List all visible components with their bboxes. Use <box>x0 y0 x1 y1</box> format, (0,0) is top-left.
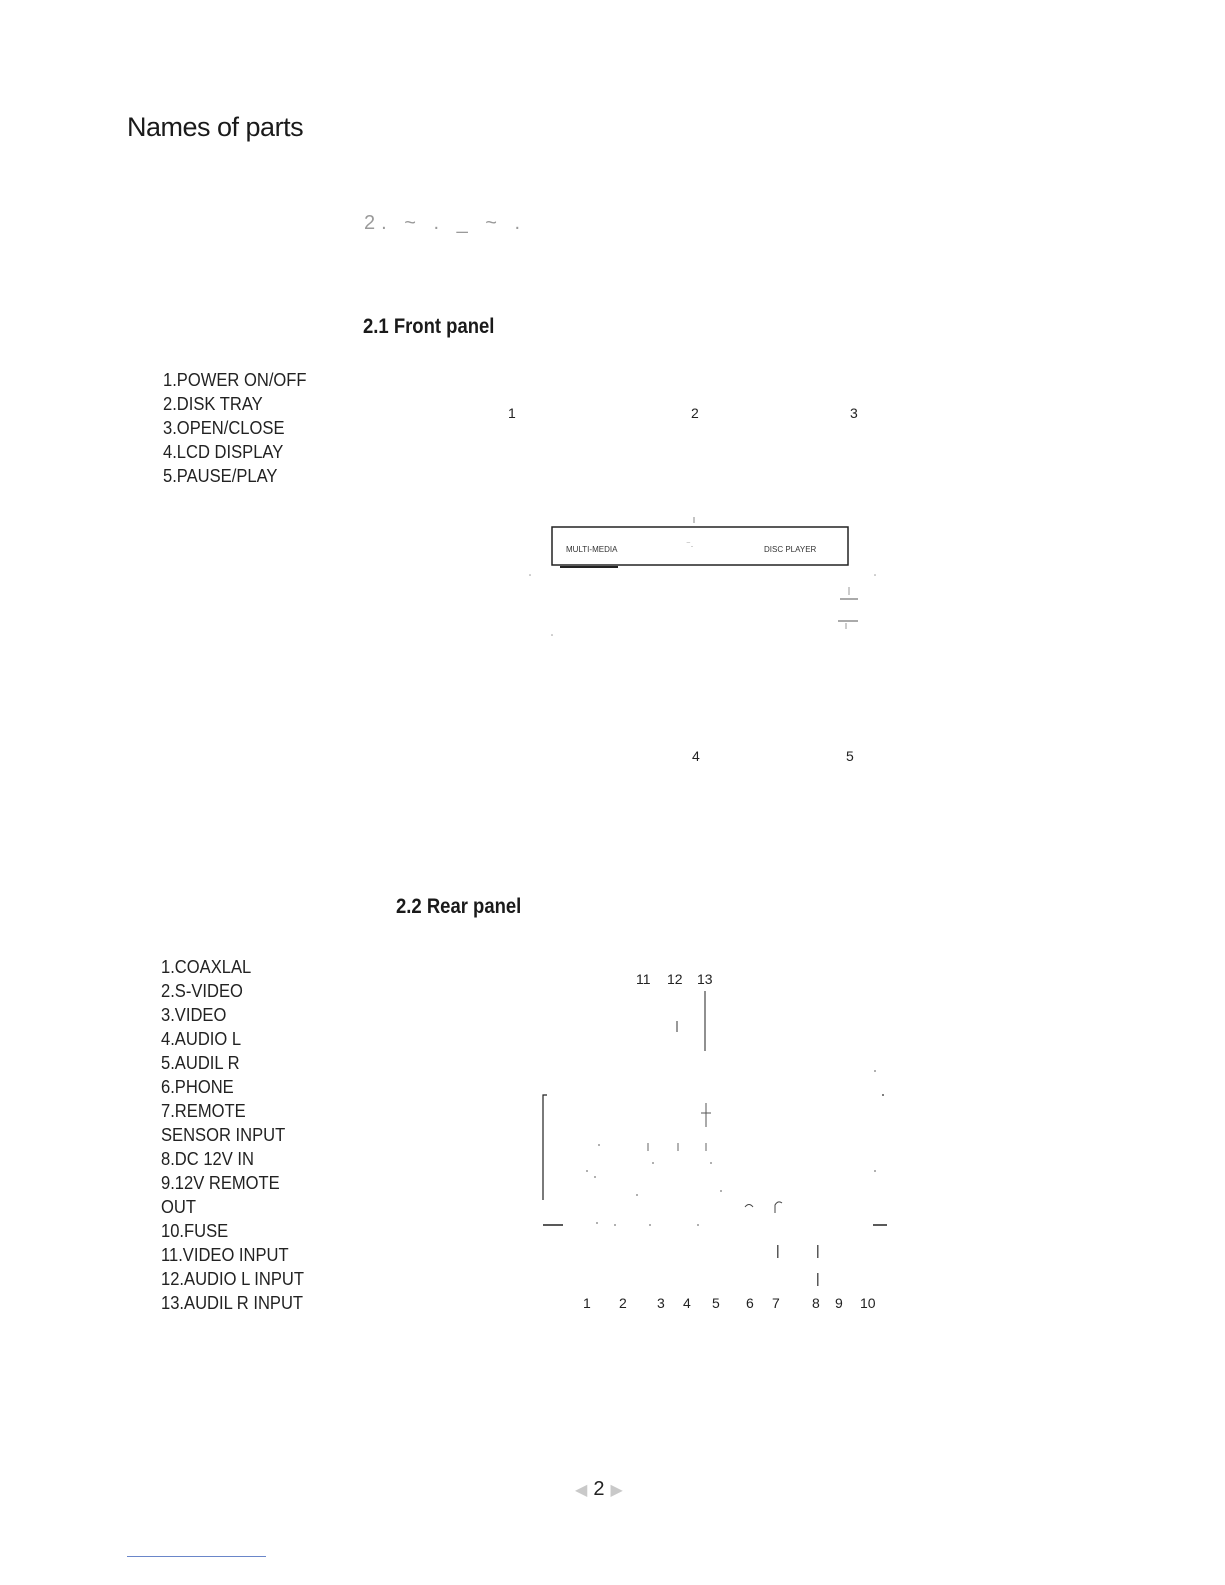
rear-parts-list: 1.COAXLAL 2.S-VIDEO 3.VIDEO 4.AUDIO L 5.… <box>161 955 316 1315</box>
front-part-item: 4.LCD DISPLAY <box>163 442 284 462</box>
front-part-item: 1.POWER ON/OFF <box>163 370 307 390</box>
rear-callout-6: 6 <box>746 1295 754 1311</box>
rear-callout-4: 4 <box>683 1295 691 1311</box>
rear-tick: | <box>776 1242 780 1258</box>
rear-panel-title: 2.2 Rear panel <box>396 895 522 918</box>
rear-part-item: 3.VIDEO <box>161 1005 227 1025</box>
rear-part-item: 9.12V REMOTE <box>161 1173 280 1193</box>
front-panel-title: 2.1 Front panel <box>363 315 495 338</box>
rear-callout-1: 1 <box>583 1295 591 1311</box>
display-right-text: DISC PLAYER <box>764 545 817 554</box>
front-panel-diagram: MULTI-MEDIA DISC PLAYER ⁻. <box>529 517 876 636</box>
next-page-icon: ▶ <box>610 1481 623 1499</box>
rear-callout-7: 7 <box>772 1295 780 1311</box>
rear-panel-diagram <box>542 991 887 1226</box>
rear-part-item: 8.DC 12V IN <box>161 1149 254 1169</box>
rear-callout-11: 11 <box>636 971 651 987</box>
front-callout-3: 3 <box>850 405 858 421</box>
rear-callout-2: 2 <box>619 1295 627 1311</box>
rear-callout-3: 3 <box>657 1295 665 1311</box>
faded-section-heading: 2. ~ . _ ~ . <box>364 212 527 234</box>
page-number: 2 <box>593 1478 605 1500</box>
footer-rule <box>127 1556 266 1557</box>
front-part-item: 2.DISK TRAY <box>163 394 263 414</box>
rear-callout-8: 8 <box>812 1295 820 1311</box>
front-part-item: 3.OPEN/CLOSE <box>163 418 285 438</box>
rear-part-item: 2.S-VIDEO <box>161 981 243 1001</box>
front-callout-2: 2 <box>691 405 699 421</box>
rear-part-item: 10.FUSE <box>161 1221 229 1241</box>
rear-part-item: 13.AUDIL R INPUT <box>161 1293 304 1313</box>
rear-tick: | <box>816 1242 820 1258</box>
page-heading: Names of parts <box>127 112 304 142</box>
front-callout-5: 5 <box>846 748 854 764</box>
rear-part-item: 4.AUDIO L <box>161 1029 242 1049</box>
front-callout-4: 4 <box>692 748 700 764</box>
rear-part-item: 7.REMOTE <box>161 1101 246 1121</box>
rear-part-item: 12.AUDIO L INPUT <box>161 1269 304 1289</box>
display-center-mark: ⁻. <box>686 539 693 549</box>
rear-part-item: 11.VIDEO INPUT <box>161 1245 289 1265</box>
rear-part-item: 5.AUDIL R <box>161 1053 240 1073</box>
prev-page-icon: ◀ <box>575 1481 588 1499</box>
rear-part-item: OUT <box>161 1197 196 1217</box>
rear-callout-12: 12 <box>667 971 683 987</box>
display-left-text: MULTI-MEDIA <box>566 545 618 554</box>
rear-tick: | <box>816 1270 820 1286</box>
rear-callout-5: 5 <box>712 1295 720 1311</box>
rear-callout-9: 9 <box>835 1295 843 1311</box>
page-number-nav: ◀ 2 ▶ <box>575 1478 623 1501</box>
rear-part-item: SENSOR INPUT <box>161 1125 286 1145</box>
front-callout-1: 1 <box>508 405 516 421</box>
rear-callout-13: 13 <box>697 971 713 987</box>
rear-part-item: 6.PHONE <box>161 1077 234 1097</box>
rear-callout-10: 10 <box>860 1295 876 1311</box>
front-parts-list: 1.POWER ON/OFF 2.DISK TRAY 3.OPEN/CLOSE … <box>163 368 319 488</box>
rear-part-item: 1.COAXLAL <box>161 957 252 977</box>
front-part-item: 5.PAUSE/PLAY <box>163 466 278 486</box>
